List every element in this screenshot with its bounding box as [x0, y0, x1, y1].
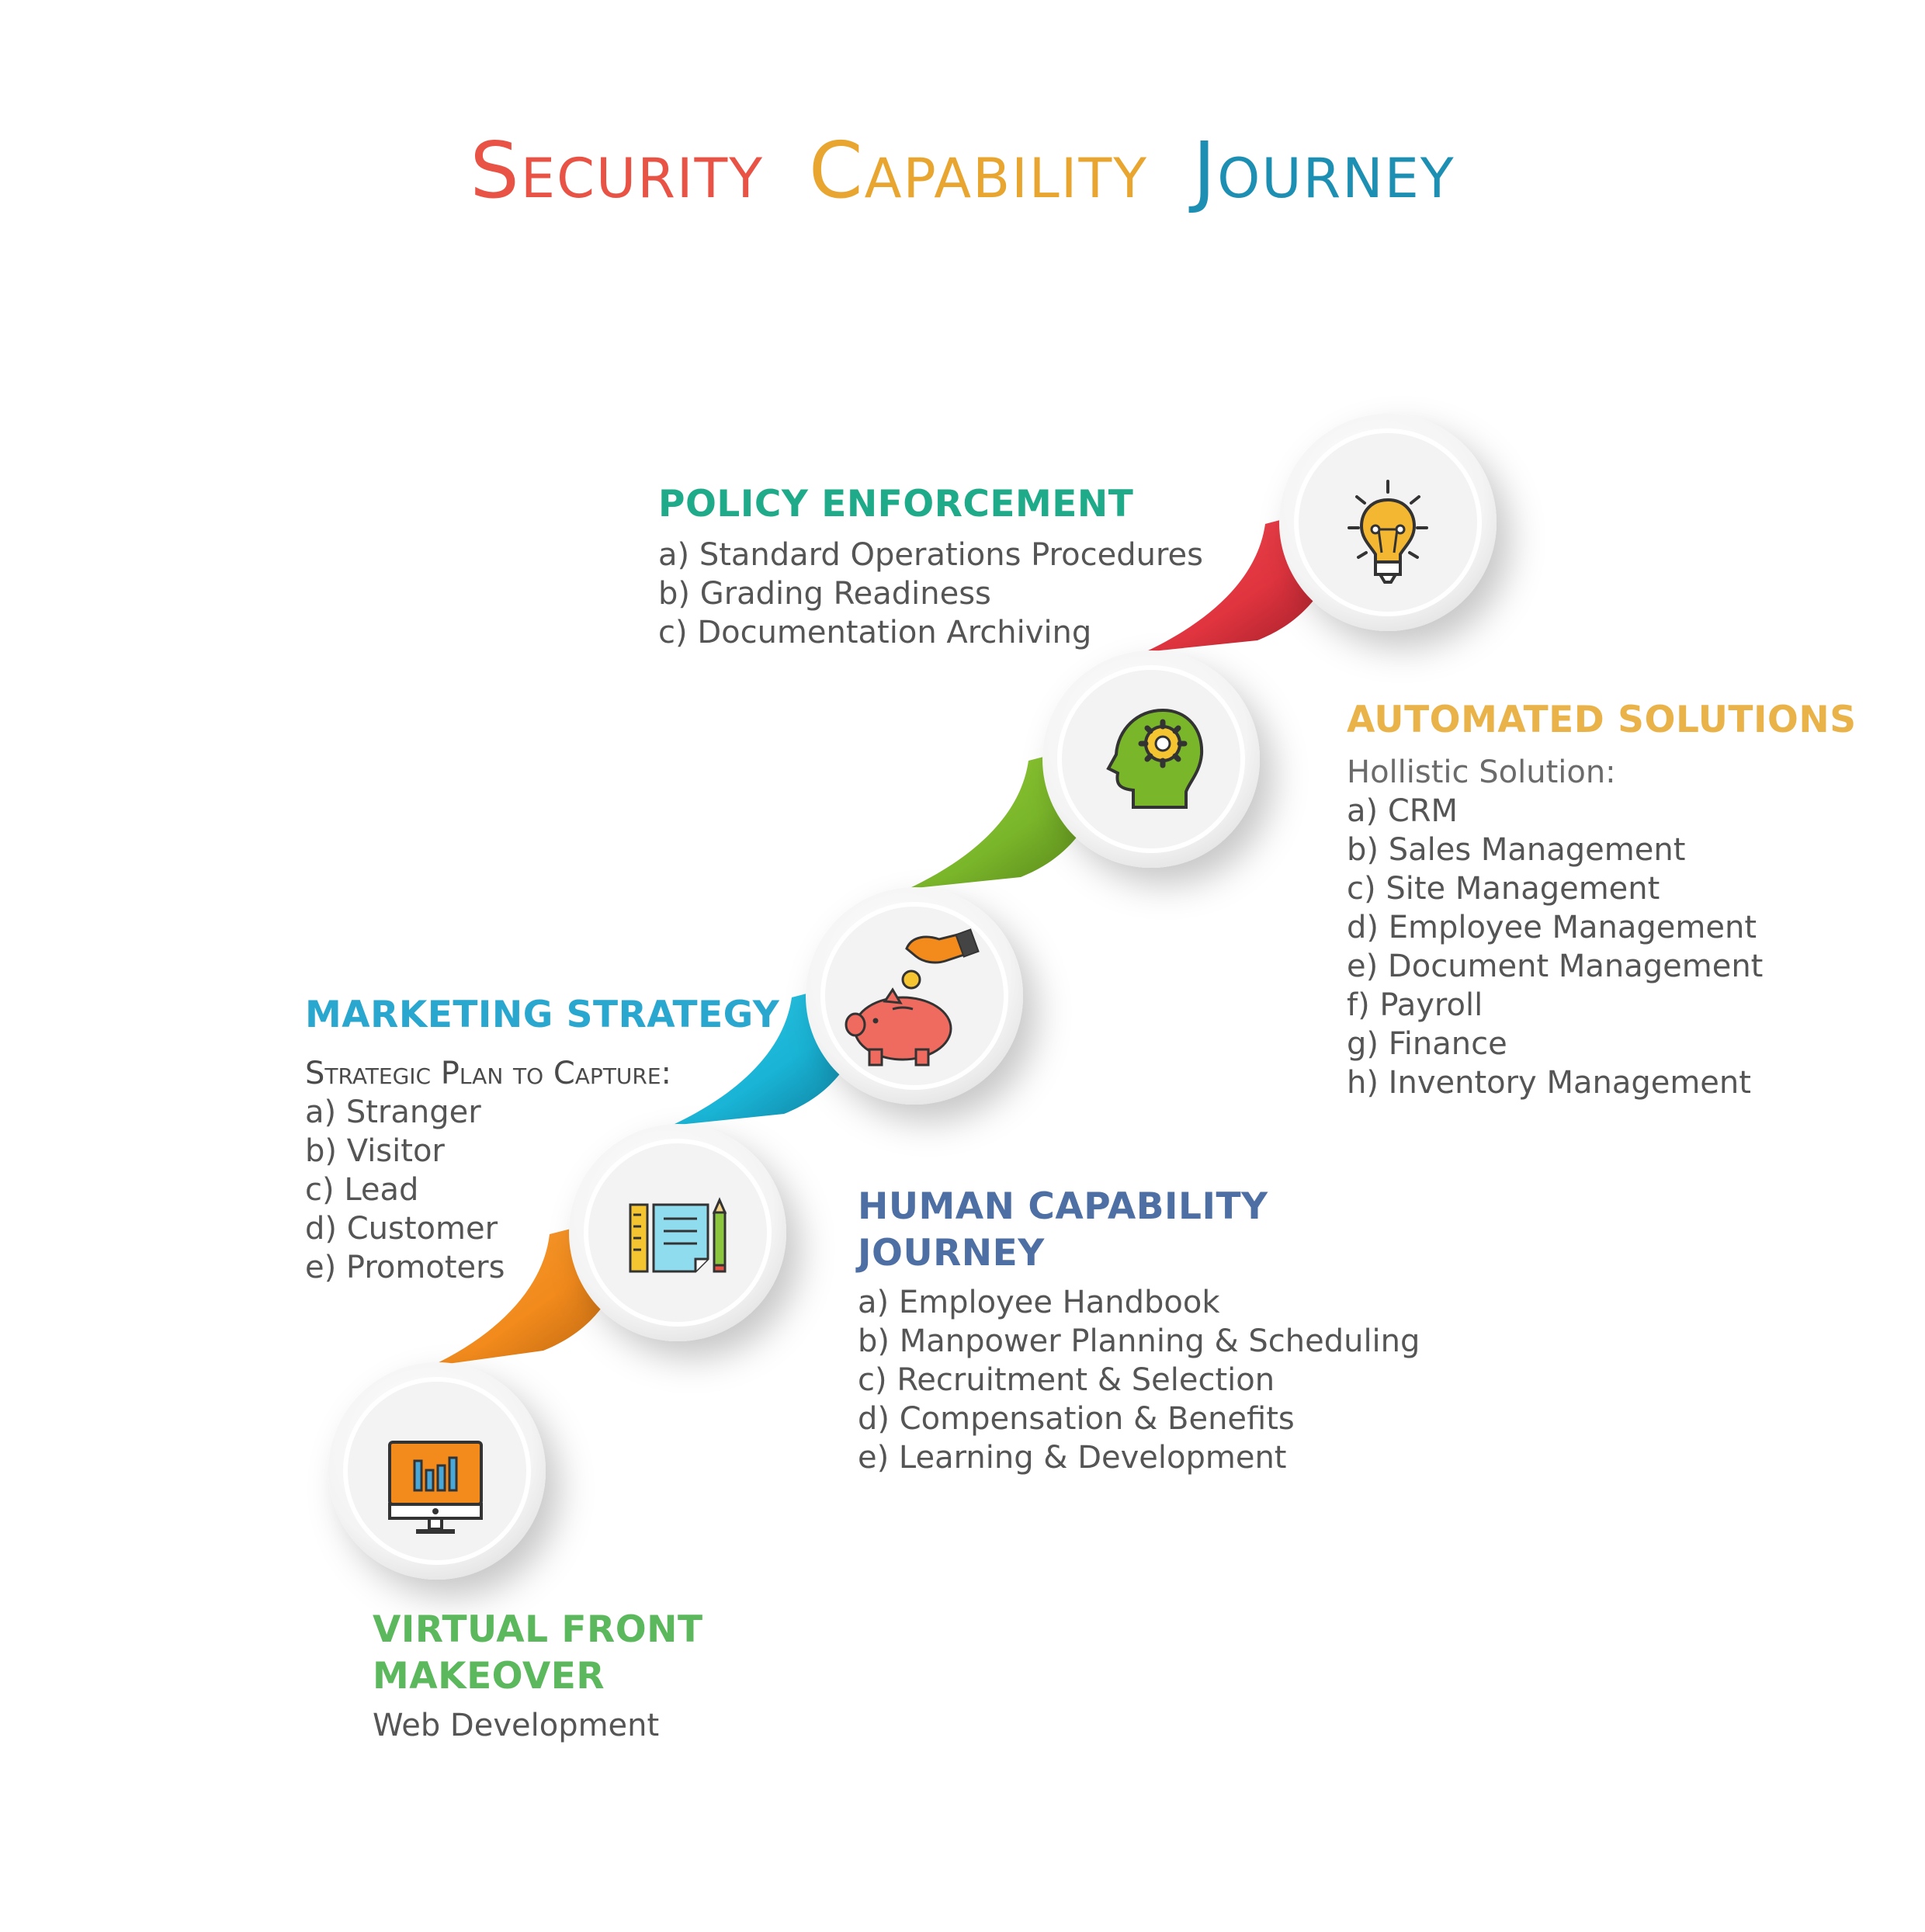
- marketing-strategy-item-b: b) Visitor: [305, 1133, 445, 1169]
- automated-solutions-item-e: e) Document Management: [1347, 949, 1764, 984]
- human-capability-item-a: a) Employee Handbook: [858, 1285, 1220, 1320]
- title-word-security: Security: [470, 125, 765, 216]
- section-automated-solutions: AUTOMATED SOLUTIONS Hollistic Solution: …: [1347, 697, 1857, 1102]
- human-capability-item-b: b) Manpower Planning & Scheduling: [858, 1323, 1420, 1359]
- marketing-strategy-item-a: a) Stranger: [305, 1094, 481, 1130]
- section-virtual-front-makeover: VIRTUAL FRONT MAKEOVER Web Development: [373, 1607, 703, 1745]
- notebook-ruler-pencil-icon: [629, 1197, 727, 1273]
- virtual-front-heading-line2: MAKEOVER: [373, 1655, 605, 1698]
- virtual-front-heading-line1: VIRTUAL FRONT: [373, 1608, 703, 1651]
- automated-solutions-item-f: f) Payroll: [1347, 987, 1483, 1023]
- policy-enforcement-heading: POLICY ENFORCEMENT: [658, 483, 1134, 525]
- section-marketing-strategy: MARKETING STRATEGY Strategic Plan to Cap…: [305, 992, 779, 1287]
- lightbulb-icon: [1348, 480, 1428, 584]
- human-capability-item-c: c) Recruitment & Selection: [858, 1362, 1275, 1398]
- policy-enforcement-item-b: b) Grading Readiness: [658, 576, 991, 612]
- monitor-chart-icon: [388, 1441, 483, 1534]
- policy-enforcement-item-c: c) Documentation Archiving: [658, 615, 1092, 650]
- title-word-capability: Capability: [808, 125, 1148, 216]
- human-capability-heading-line1: HUMAN CAPABILITY: [858, 1185, 1268, 1228]
- piggy-bank-coin-icon: [845, 928, 980, 1067]
- head-gear-icon: [1106, 708, 1204, 809]
- human-capability-item-d: d) Compensation & Benefits: [858, 1401, 1295, 1437]
- virtual-front-item: Web Development: [373, 1708, 660, 1743]
- automated-solutions-item-g: g) Finance: [1347, 1026, 1507, 1062]
- page-title: Security Capability Journey: [0, 116, 1925, 225]
- step-disc-3: [806, 887, 1023, 1105]
- automated-solutions-lead: Hollistic Solution:: [1347, 754, 1616, 790]
- automated-solutions-item-b: b) Sales Management: [1347, 832, 1686, 868]
- marketing-strategy-item-c: c) Lead: [305, 1172, 419, 1208]
- human-capability-heading-line2: JOURNEY: [858, 1232, 1045, 1275]
- marketing-strategy-lead: Strategic Plan to Capture:: [305, 1056, 672, 1091]
- automated-solutions-item-c: c) Site Management: [1347, 871, 1660, 907]
- automated-solutions-item-h: h) Inventory Management: [1347, 1065, 1751, 1101]
- title-word-journey: Journey: [1192, 125, 1455, 216]
- section-policy-enforcement: POLICY ENFORCEMENT a) Standard Operation…: [658, 481, 1203, 652]
- automated-solutions-item-d: d) Employee Management: [1347, 910, 1757, 945]
- marketing-strategy-heading: MARKETING STRATEGY: [305, 994, 780, 1036]
- marketing-strategy-item-e: e) Promoters: [305, 1250, 505, 1285]
- section-human-capability-journey: HUMAN CAPABILITY JOURNEY a) Employee Han…: [858, 1184, 1420, 1477]
- policy-enforcement-item-a: a) Standard Operations Procedures: [658, 537, 1203, 573]
- automated-solutions-item-a: a) CRM: [1347, 793, 1458, 829]
- automated-solutions-heading: AUTOMATED SOLUTIONS: [1347, 699, 1857, 741]
- marketing-strategy-item-d: d) Customer: [305, 1211, 498, 1247]
- human-capability-item-e: e) Learning & Development: [858, 1440, 1287, 1476]
